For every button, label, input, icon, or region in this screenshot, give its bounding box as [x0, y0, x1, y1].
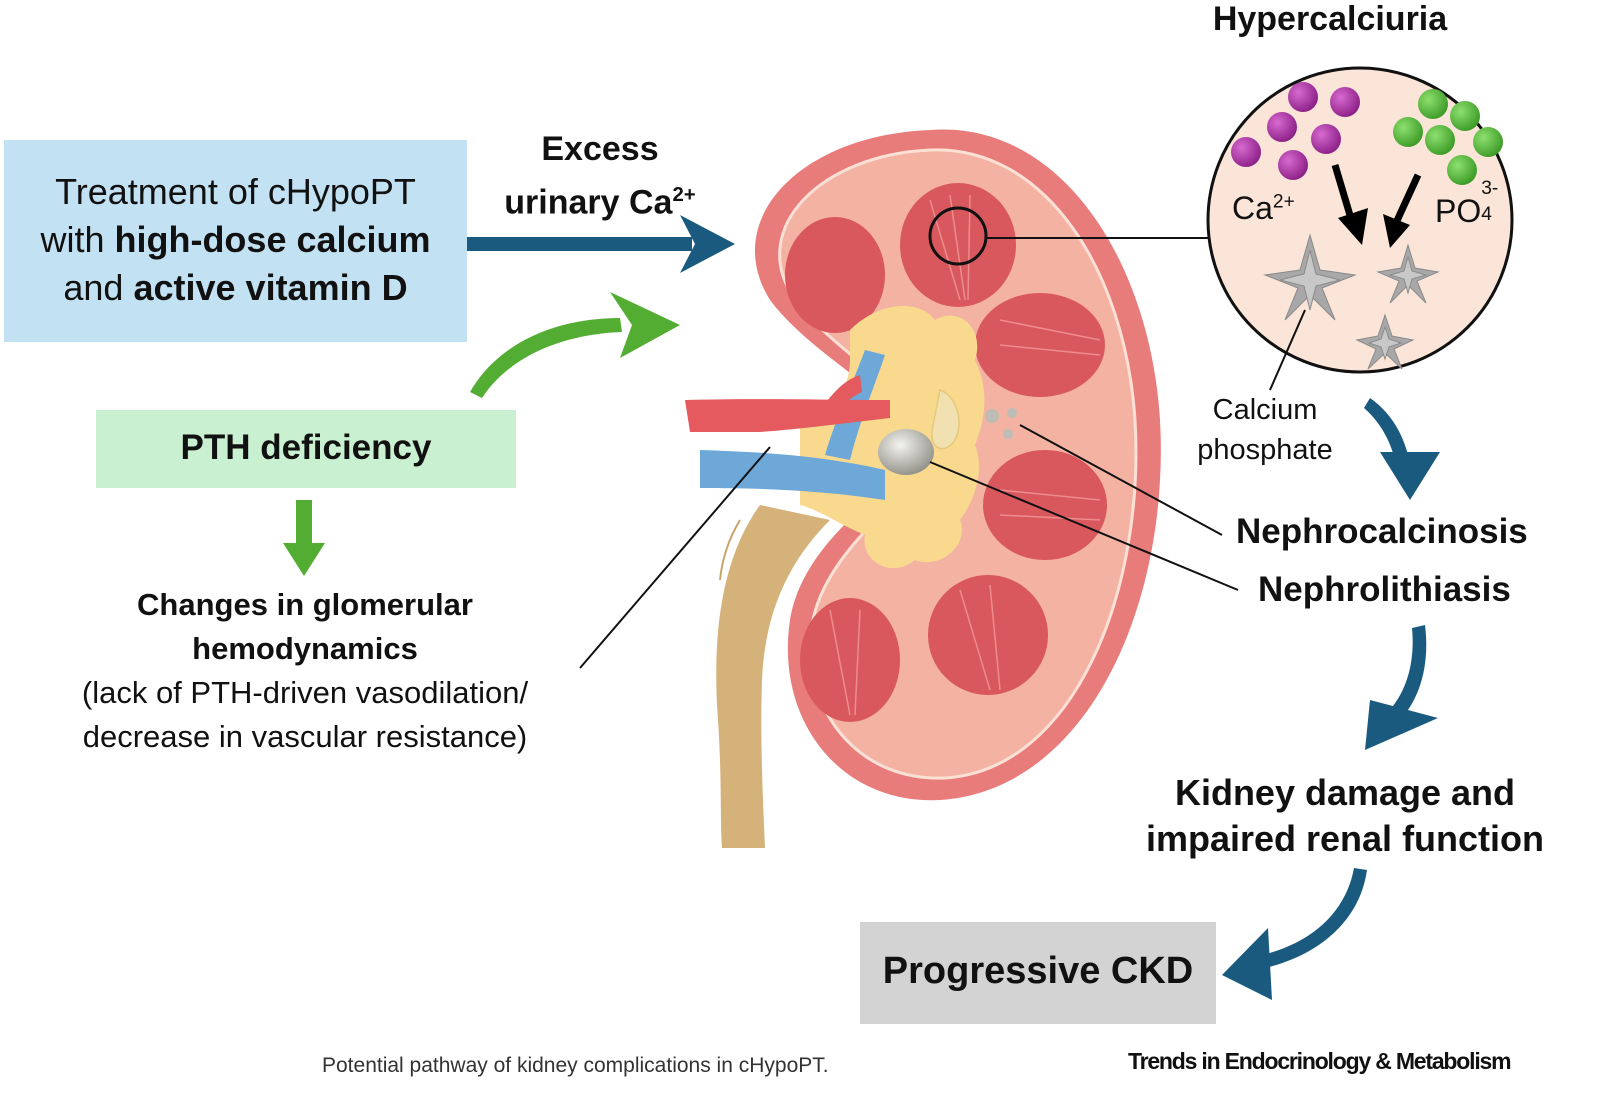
- ureter: [716, 505, 830, 848]
- phosphate-ion: [1393, 117, 1423, 147]
- ion-arrows: [1331, 163, 1422, 248]
- kidney-damage-label: Kidney damage and impaired renal functio…: [1110, 770, 1580, 862]
- calcium-ion: [1231, 137, 1261, 167]
- pyramid: [975, 293, 1105, 397]
- changes-line3: (lack of PTH-driven vasodilation/: [81, 675, 529, 710]
- microcalcification: [985, 409, 999, 423]
- phosphate-ion: [1450, 101, 1480, 131]
- calcium-ions: [1231, 82, 1360, 180]
- hemodynamics-text: Changes in glomerular hemodynamics (lack…: [20, 583, 590, 759]
- hemodynamics-pointer: [579, 446, 771, 669]
- phosphate-ion: [1473, 127, 1503, 157]
- renal-vein: [700, 450, 885, 500]
- progressive-ckd-label: Progressive CKD: [882, 950, 1194, 992]
- excess-sup: 2+: [672, 184, 696, 206]
- renal-pyramids: [785, 183, 1107, 722]
- flow-arrow-1: [1364, 398, 1440, 500]
- pyramid: [800, 598, 900, 722]
- phosphate-ion: [1418, 89, 1448, 119]
- treatment-line2-prefix: with: [40, 219, 115, 260]
- excess-line1: Excess: [541, 130, 659, 168]
- pth-to-kidney-arrow: [470, 292, 680, 398]
- calcium-ion: [1288, 82, 1318, 112]
- treatment-box: [4, 140, 467, 342]
- ca-text: Ca: [1232, 190, 1273, 226]
- calcium-phosphate-crystals: [1263, 233, 1440, 370]
- nephrolithiasis-pointer: [929, 461, 1239, 591]
- changes-line1: Changes in glomerular: [137, 587, 473, 622]
- treatment-text: Treatment of cHypoPT with high-dose calc…: [4, 168, 467, 312]
- nephrocalcinosis-label: Nephrocalcinosis: [1236, 512, 1528, 551]
- phosphate-ion: [1447, 155, 1477, 185]
- pth-deficiency-label: PTH deficiency: [180, 428, 432, 467]
- calcium-phosphate-pointer: [1269, 309, 1306, 391]
- excess-urinary-calcium-label: Excess urinary Ca2+: [470, 126, 730, 225]
- hypercalciuria-title: Hypercalciuria: [1212, 0, 1448, 38]
- calph-line2: phosphate: [1197, 434, 1333, 466]
- active-vitamin-d: active vitamin D: [133, 267, 408, 308]
- phosphate-ion-label: PO 3- 4: [1435, 178, 1501, 230]
- calcium-ion: [1330, 87, 1360, 117]
- po-sup: 3-: [1481, 178, 1499, 199]
- microcalcification: [1007, 408, 1017, 418]
- nephrolithiasis-label: Nephrolithiasis: [1258, 570, 1511, 609]
- po-text: PO: [1435, 193, 1482, 229]
- flow-arrow-3: [1222, 868, 1367, 1000]
- nephrocalcinosis-pointer: [1019, 424, 1223, 536]
- damage-line2: impaired renal function: [1145, 818, 1545, 859]
- pth-down-arrow: [283, 500, 325, 576]
- po-sub: 4: [1481, 204, 1492, 225]
- treatment-line3: and active vitamin D: [4, 264, 467, 312]
- flow-arrow-2: [1365, 625, 1438, 750]
- changes-line2: hemodynamics: [192, 631, 418, 666]
- excess-line2: urinary Ca2+: [470, 172, 730, 225]
- calcium-ion-label: Ca2+: [1232, 190, 1295, 227]
- phosphate-ions: [1393, 89, 1503, 185]
- high-dose-calcium: high-dose calcium: [114, 219, 431, 260]
- pth-deficiency-box: [96, 410, 516, 488]
- calcium-ion: [1311, 124, 1341, 154]
- ca-sup: 2+: [1272, 191, 1295, 213]
- calcium-phosphate-label: Calcium phosphate: [1180, 390, 1350, 470]
- pyramid: [928, 575, 1048, 695]
- excess-line2-text: urinary Ca: [504, 183, 673, 222]
- changes-line4: decrease in vascular resistance): [82, 719, 528, 754]
- calcium-ion: [1267, 112, 1297, 142]
- treatment-line1: Treatment of cHypoPT: [55, 171, 416, 212]
- progressive-ckd-box: [860, 922, 1216, 1024]
- pyramid: [983, 450, 1107, 560]
- phosphate-ion: [1425, 125, 1455, 155]
- figure-caption: Potential pathway of kidney complication…: [322, 1054, 829, 1077]
- calph-line1: Calcium: [1212, 394, 1318, 426]
- kidney-stone: [878, 429, 934, 475]
- treatment-to-kidney-arrow: [467, 215, 735, 273]
- journal-logo: Trends in Endocrinology & Metabolism: [1128, 1048, 1512, 1074]
- microcalcification: [1003, 429, 1013, 439]
- calcium-ion: [1278, 150, 1308, 180]
- treatment-line3-prefix: and: [63, 267, 134, 308]
- zoom-marker: [928, 206, 988, 266]
- pyramid: [785, 217, 885, 333]
- treatment-line2: with high-dose calcium: [4, 216, 467, 264]
- damage-line1: Kidney damage and: [1174, 772, 1516, 813]
- pyramid: [900, 183, 1016, 307]
